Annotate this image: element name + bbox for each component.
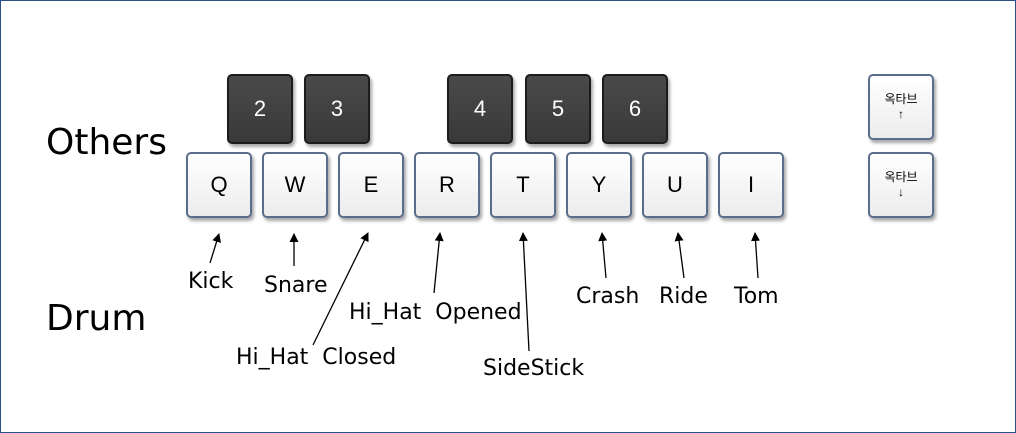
drum-label-tom: Tom	[734, 284, 779, 309]
key-5[interactable]: 5	[525, 74, 591, 144]
key-i[interactable]: I	[718, 152, 784, 218]
key-2[interactable]: 2	[227, 74, 293, 144]
drum-label-ride: Ride	[659, 284, 708, 309]
drum-label-hihat-opened: Hi_Hat Opened	[349, 300, 522, 325]
arrow-up-icon: ↑	[898, 107, 904, 121]
arrow-down-icon: ↓	[898, 185, 904, 199]
key-u[interactable]: U	[642, 152, 708, 218]
octave-down-label: 옥타브	[884, 170, 918, 184]
key-q[interactable]: Q	[186, 152, 252, 218]
arrow-ride	[674, 232, 685, 279]
octave-up-key[interactable]: 옥타브 ↑	[868, 74, 934, 140]
key-4[interactable]: 4	[447, 74, 513, 144]
others-section-label: Others	[46, 122, 167, 163]
drum-label-kick: Kick	[188, 269, 234, 294]
key-t[interactable]: T	[490, 152, 556, 218]
key-r[interactable]: R	[414, 152, 480, 218]
drum-label-hihat-closed: Hi_Hat Closed	[236, 345, 397, 370]
arrow-tom	[751, 232, 761, 279]
key-w[interactable]: W	[262, 152, 328, 218]
arrow-crash	[598, 232, 608, 279]
drum-label-crash: Crash	[576, 284, 640, 309]
key-6[interactable]: 6	[602, 74, 668, 144]
arrow-hihat-opened	[433, 232, 444, 294]
drum-label-sidestick: SideStick	[483, 356, 585, 381]
arrow-kick	[209, 233, 221, 264]
drum-label-snare: Snare	[264, 273, 328, 298]
key-e[interactable]: E	[338, 152, 404, 218]
drum-section-label: Drum	[46, 298, 147, 339]
arrow-sidestick	[518, 232, 530, 352]
octave-down-key[interactable]: 옥타브 ↓	[868, 152, 934, 218]
arrow-hihat-closed	[312, 232, 369, 346]
key-3[interactable]: 3	[304, 74, 370, 144]
key-y[interactable]: Y	[566, 152, 632, 218]
octave-up-label: 옥타브	[884, 92, 918, 106]
